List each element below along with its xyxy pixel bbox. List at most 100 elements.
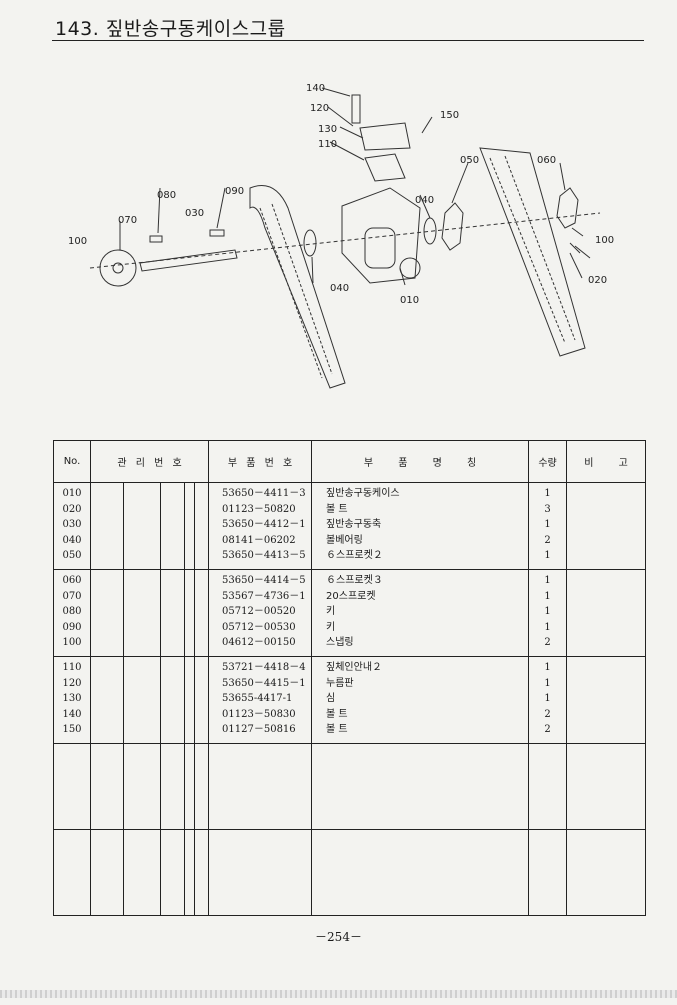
row-no: 070: [62, 590, 82, 602]
scan-artifact: [0, 990, 677, 998]
table-row-group: 110 120 130 140 150 53721－4418－4 53650－4…: [53, 656, 647, 744]
row-no: 100: [62, 637, 82, 649]
part-name: 볼 트: [326, 708, 348, 720]
page-number: －254－: [315, 930, 362, 944]
row-no: 060: [62, 575, 82, 586]
part-qty: 2: [544, 534, 551, 546]
row-no: 110: [62, 662, 82, 673]
row-no: 090: [62, 621, 82, 633]
table-row-empty: [53, 743, 647, 830]
part-name: 키: [326, 606, 336, 618]
callout-040-bottom: 040: [330, 283, 349, 294]
callout-020: 020: [588, 275, 607, 286]
table-row-group: 060 070 080 090 100 53650－4414－5 53567－4…: [53, 569, 647, 657]
part-name: 짚반송구동케이스: [326, 488, 400, 499]
part-name: 스냅링: [326, 637, 354, 649]
callout-140: 140: [306, 83, 325, 94]
part-number: 04612－00150: [222, 637, 296, 649]
drive-case: [341, 187, 421, 284]
part-number: 05712－00530: [222, 621, 296, 633]
bracket-120: [359, 122, 411, 151]
row-no: 120: [62, 677, 82, 689]
part-name: 볼 트: [326, 724, 348, 736]
part-qty: 2: [544, 708, 551, 720]
part-name: 누름판: [326, 677, 354, 689]
callout-040-top: 040: [415, 195, 434, 206]
part-number: 53567－4736－1: [222, 590, 306, 602]
part-qty: 1: [544, 621, 551, 633]
row-no: 040: [62, 534, 82, 546]
part-qty: 2: [544, 724, 551, 736]
part-qty: 1: [544, 693, 551, 705]
part-name: 볼 트: [326, 503, 348, 515]
part-qty: 2: [544, 637, 551, 649]
callout-060: 060: [537, 155, 556, 166]
part-qty: 1: [544, 519, 551, 531]
part-qty: 1: [544, 677, 551, 689]
callout-120: 120: [310, 103, 329, 114]
parts-table: No. 관 리 번 호 부 품 번 호 부 품 명 칭 수량 비 고 010 0…: [53, 440, 647, 916]
part-name: ６스프로켓３: [326, 575, 383, 586]
part-number: 01127－50816: [222, 724, 296, 736]
table-row-empty: [53, 829, 647, 916]
title-rule: [52, 40, 644, 41]
callout-100-right: 100: [595, 235, 614, 246]
part-number: 08141－06202: [222, 534, 296, 546]
part-qty: 1: [544, 488, 551, 499]
part-qty: 3: [544, 503, 551, 515]
part-name: ６스프로켓２: [326, 550, 383, 562]
row-no: 010: [62, 488, 82, 499]
part-name: 심: [326, 693, 336, 705]
part-number: 01123－50820: [222, 503, 296, 515]
part-number: 01123－50830: [222, 708, 296, 720]
part-name: 짚반송구동축: [326, 519, 382, 531]
part-number: 53650－4413－5: [222, 550, 306, 562]
callout-080: 080: [157, 190, 176, 201]
part-number: 53655-4417-1: [222, 693, 293, 705]
callout-050: 050: [460, 155, 479, 166]
chain-frame-right: [479, 147, 586, 357]
part-qty: 1: [544, 550, 551, 562]
part-number: 53650－4415－1: [222, 677, 306, 689]
part-name: 볼베어링: [326, 534, 363, 546]
callout-030: 030: [185, 208, 204, 219]
header-remark: 비 고: [566, 440, 647, 483]
callout-110: 110: [318, 139, 337, 150]
row-no: 050: [62, 550, 82, 562]
sprocket-060: [556, 187, 579, 229]
part-qty: 1: [544, 606, 551, 618]
row-no: 150: [62, 724, 82, 736]
callout-130: 130: [318, 124, 337, 135]
part-number: 53650－4411－3: [222, 488, 306, 499]
header-qty: 수량: [528, 440, 568, 483]
sprocket-070: [99, 249, 137, 287]
sprocket-050: [441, 202, 464, 251]
row-no: 020: [62, 503, 82, 515]
part-qty: 1: [544, 575, 551, 586]
header-mgmt-no: 관 리 번 호: [89, 440, 210, 483]
part-name: 20스프로켓: [326, 590, 376, 602]
row-no: 140: [62, 708, 82, 720]
part-qty: 1: [544, 590, 551, 602]
callout-150: 150: [440, 110, 459, 121]
part-name: 짚체인안내２: [326, 662, 383, 673]
row-no: 130: [62, 693, 82, 705]
part-qty: 1: [544, 662, 551, 673]
callout-090: 090: [225, 186, 244, 197]
callout-100-left: 100: [68, 236, 87, 247]
row-no: 080: [62, 606, 82, 618]
bearing-040-left: [303, 229, 317, 257]
page-title: 143. 짚반송구동케이스그룹: [55, 18, 286, 40]
part-number: 53721－4418－4: [222, 662, 306, 673]
part-name: 키: [326, 621, 336, 633]
table-row-group: 010 020 030 040 050 53650－4411－3 01123－5…: [53, 482, 647, 570]
callout-070: 070: [118, 215, 137, 226]
shaft-030: [139, 249, 238, 272]
header-part-name: 부 품 명 칭: [311, 440, 530, 483]
part-number: 53650－4414－5: [222, 575, 306, 586]
part-number: 05712－00520: [222, 606, 296, 618]
exploded-diagram: 140 120 130 110 150 050 060 080 090 070 …: [68, 83, 614, 389]
part-number: 53650－4412－1: [222, 519, 306, 531]
chain-frame-left: [249, 185, 346, 389]
header-no: No.: [53, 440, 91, 483]
